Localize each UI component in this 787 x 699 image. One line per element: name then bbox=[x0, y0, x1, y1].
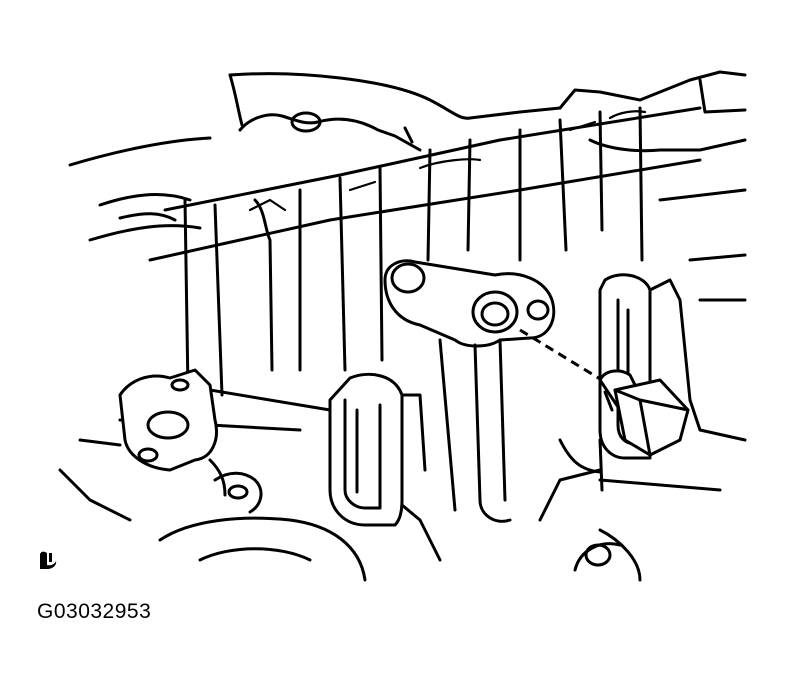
sealant-symbol-icon bbox=[40, 551, 57, 569]
lower-cover bbox=[58, 468, 367, 582]
alignment-guide bbox=[519, 328, 611, 387]
left-flange bbox=[78, 368, 227, 497]
upper-casting bbox=[68, 70, 747, 242]
center-boss bbox=[328, 372, 442, 562]
figure-code: G03032953 bbox=[37, 600, 152, 623]
union-fitting bbox=[383, 259, 556, 523]
union-bolt bbox=[598, 369, 690, 457]
lower-right-fittings bbox=[538, 398, 747, 582]
